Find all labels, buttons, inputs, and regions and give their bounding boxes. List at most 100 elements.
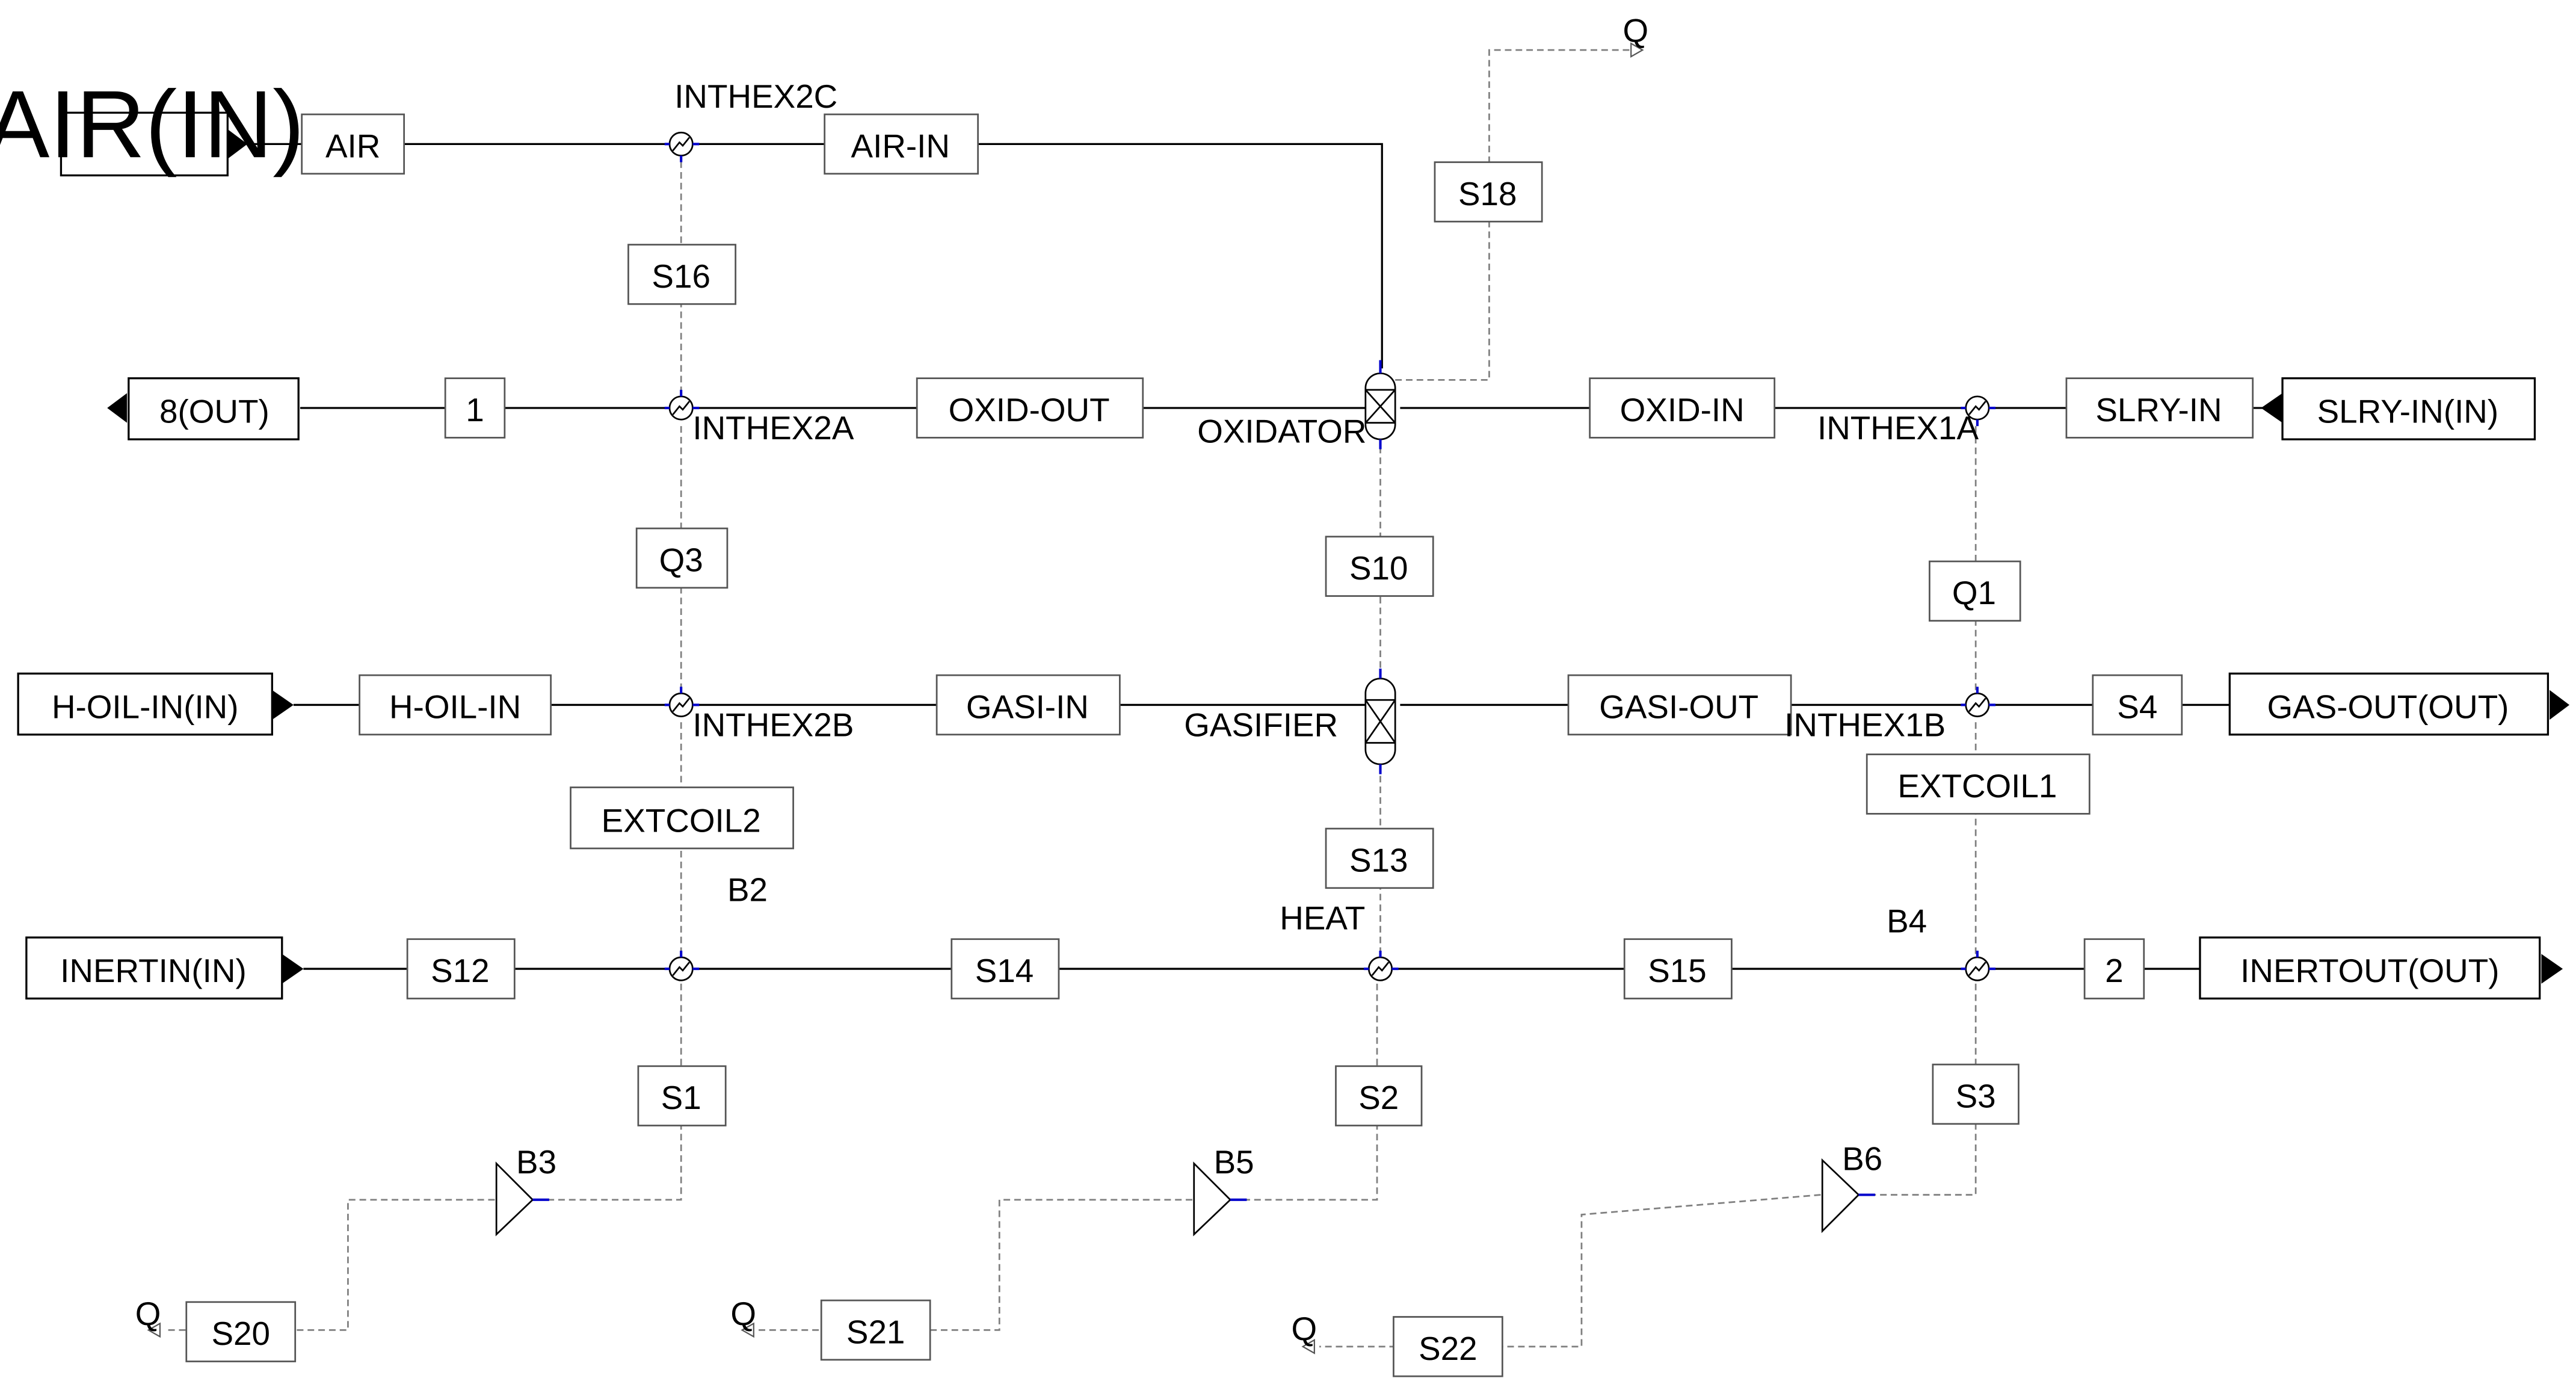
heat-icon[interactable] [1367,956,1393,981]
svg-text:EXTCOIL1: EXTCOIL1 [1897,767,2057,805]
svg-text:AIR-IN: AIR-IN [851,127,950,164]
q-port-b3-icon[interactable] [147,1322,161,1338]
feed-air-in[interactable]: AIR(IN) [0,70,304,178]
stream-air-in[interactable]: AIR-IN [824,113,979,175]
stream-slry-in[interactable]: SLRY-IN [2065,377,2254,439]
svg-text:S2: S2 [1358,1079,1399,1116]
feed-air-in-label: AIR(IN) [0,70,304,178]
inthex2c-icon[interactable] [668,131,694,156]
svg-text:AIR: AIR [325,127,380,164]
line-air-in[interactable] [694,143,1383,369]
line-s3[interactable] [1857,983,1977,1196]
svg-text:SLRY-IN: SLRY-IN [2095,391,2222,428]
svg-text:GASI-IN: GASI-IN [966,688,1089,725]
b3-icon[interactable] [495,1161,534,1237]
block-label-b3: B3 [516,1143,556,1181]
product-8-out-label: 8(OUT) [159,393,270,430]
stream-s21[interactable]: S21 [820,1299,931,1361]
stream-labels: AIR AIR-IN S16 S18 1 OXID-OUT OXID-IN SL… [185,113,2254,1377]
svg-text:S20: S20 [211,1315,270,1352]
b2-icon[interactable] [668,956,694,981]
b4-icon[interactable] [1965,956,1990,981]
svg-text:OXID-IN: OXID-IN [1620,391,1745,428]
block-label-b6: B6 [1842,1140,1882,1178]
stream-s18[interactable]: S18 [1434,161,1543,223]
svg-text:S15: S15 [1648,952,1707,989]
block-label-b4: B4 [1887,903,1927,940]
stream-s4[interactable]: S4 [2092,674,2183,736]
feed-inertin[interactable]: INERTIN(IN) [25,936,304,1000]
product-8-out[interactable]: 8(OUT) [107,377,300,440]
q-port-top-icon[interactable] [1630,42,1644,58]
stream-oxid-out[interactable]: OXID-OUT [916,377,1144,439]
q-port-b5-icon[interactable] [741,1322,754,1338]
product-inertout[interactable]: INERTOUT(OUT) [2199,936,2563,1000]
stream-air[interactable]: AIR [301,113,405,175]
svg-text:H-OIL-IN: H-OIL-IN [389,688,521,725]
block-label-inthex1b: INTHEX1B [1784,706,1946,744]
feed-h-oil-in[interactable]: H-OIL-IN(IN) [17,672,294,736]
product-gas-out-label: GAS-OUT(OUT) [2267,688,2509,725]
heat-label-q-b5: Q [730,1295,756,1332]
stream-s10[interactable]: S10 [1325,536,1434,597]
block-label-heat: HEAT [1280,899,1365,936]
stream-s2[interactable]: S2 [1335,1065,1423,1126]
block-label-oxidator: OXIDATOR [1197,413,1366,450]
stream-extcoil1[interactable]: EXTCOIL1 [1866,753,2091,815]
feed-slry-in[interactable]: SLRY-IN(IN) [2261,377,2536,440]
svg-text:S13: S13 [1349,841,1408,879]
line-s2[interactable] [1228,983,1378,1201]
stream-2[interactable]: 2 [2083,938,2145,999]
stream-s15[interactable]: S15 [1623,938,1733,999]
block-label-inthex2b: INTHEX2B [692,706,854,744]
gasifier-icon[interactable] [1364,678,1396,765]
stream-s13[interactable]: S13 [1325,827,1434,889]
heat-ports [147,42,1644,1354]
feed-inertin-label: INERTIN(IN) [60,952,247,989]
heat-label-q-b6: Q [1291,1310,1317,1347]
stream-gasi-in[interactable]: GASI-IN [935,674,1121,736]
svg-text:1: 1 [466,391,484,428]
stream-q3[interactable]: Q3 [635,527,729,589]
stream-s12[interactable]: S12 [406,938,516,999]
heat-label-q-b3: Q [135,1295,161,1332]
stream-s3[interactable]: S3 [1932,1063,2020,1125]
svg-text:S10: S10 [1349,549,1408,587]
block-label-b5: B5 [1214,1143,1254,1181]
stream-h-oil-in[interactable]: H-OIL-IN [359,674,552,736]
line-s1[interactable] [531,983,682,1201]
q-port-b6-icon[interactable] [1301,1338,1315,1354]
stream-s20[interactable]: S20 [185,1301,297,1362]
line-s22[interactable] [1319,1194,1821,1348]
svg-text:S18: S18 [1458,175,1517,212]
stream-s22[interactable]: S22 [1393,1316,1503,1377]
block-label-inthex2a: INTHEX2A [692,409,854,446]
stream-extcoil2[interactable]: EXTCOIL2 [570,786,794,850]
stream-gasi-out[interactable]: GASI-OUT [1567,674,1792,736]
svg-text:S14: S14 [975,952,1034,989]
block-label-gasifier: GASIFIER [1184,706,1338,744]
b6-icon[interactable] [1821,1158,1860,1234]
svg-text:S12: S12 [431,952,490,989]
heat-label-q-top: Q [1622,11,1648,49]
svg-text:S1: S1 [661,1079,701,1116]
svg-text:Q3: Q3 [659,541,703,578]
inthex2a-icon[interactable] [668,395,694,421]
product-gas-out[interactable]: GAS-OUT(OUT) [2228,672,2570,736]
block-label-inthex2c: INTHEX2C [674,78,837,115]
stream-oxid-in[interactable]: OXID-IN [1589,377,1776,439]
stream-s16[interactable]: S16 [627,244,737,305]
stream-q1[interactable]: Q1 [1929,560,2021,622]
stream-s14[interactable]: S14 [951,938,1060,999]
svg-text:OXID-OUT: OXID-OUT [949,391,1110,428]
inthex2b-icon[interactable] [668,692,694,718]
svg-text:S4: S4 [2117,688,2157,725]
oxidator-icon[interactable] [1364,372,1396,440]
inthex1b-icon[interactable] [1965,692,1990,718]
svg-text:Q1: Q1 [1952,574,1996,611]
port-accents [532,143,1996,1201]
stream-1[interactable]: 1 [444,377,506,439]
stream-s1[interactable]: S1 [637,1065,727,1126]
b5-icon[interactable] [1193,1161,1232,1237]
